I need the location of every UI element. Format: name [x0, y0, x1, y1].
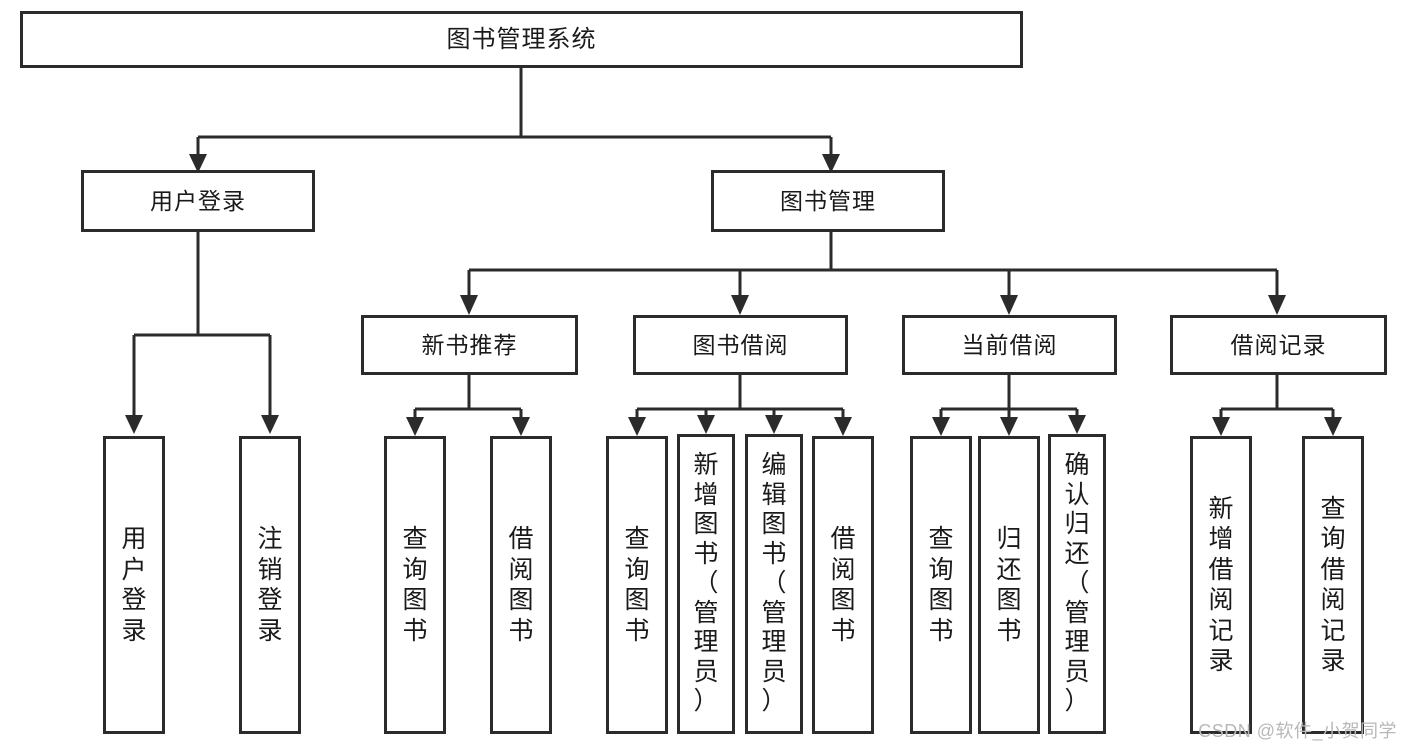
- leaf-confirm-return-admin[interactable]: 确 认 归 还 （ 管 理 员 ）: [1048, 434, 1106, 734]
- leaf-add-book-admin[interactable]: 新 增 图 书 （ 管 理 员 ）: [677, 434, 735, 734]
- arrowhead-leaf-nb-2: [512, 417, 530, 436]
- node-label: 图书借阅: [692, 331, 789, 358]
- leaf-query-book-borrow[interactable]: 查 询 图 书: [606, 436, 668, 734]
- node-label: 查 询 图 书: [928, 525, 954, 645]
- arrowhead-leaf-bb-2: [697, 415, 715, 434]
- arrowhead-leaf-cb-3: [1068, 415, 1086, 434]
- node-label: 用户登录: [150, 187, 246, 214]
- node-label: 图书管理系统: [446, 25, 597, 53]
- node-label: 用 户 登 录: [121, 525, 147, 645]
- leaf-add-borrow-record[interactable]: 新 增 借 阅 记 录: [1190, 436, 1252, 734]
- arrowhead-leaf-logout: [261, 415, 279, 434]
- leaf-user-login[interactable]: 用 户 登 录: [103, 436, 165, 734]
- node-book-borrow[interactable]: 图书借阅: [633, 315, 848, 375]
- node-label: 借阅记录: [1230, 331, 1327, 358]
- csdn-watermark: CSDN @软件_小贺同学: [1198, 721, 1397, 741]
- arrowhead-leaf-nb-1: [406, 417, 424, 436]
- arrowhead-leaf-cb-2: [1000, 417, 1018, 436]
- arrowhead-currentborrow: [1000, 295, 1018, 315]
- arrowhead-leaf-bb-4: [834, 417, 852, 436]
- arrowhead-borrowrecord: [1268, 295, 1286, 315]
- node-book-management[interactable]: 图书管理: [711, 170, 945, 232]
- leaf-return-book[interactable]: 归 还 图 书: [978, 436, 1040, 734]
- node-new-book-recommend[interactable]: 新书推荐: [361, 315, 578, 375]
- node-current-borrow[interactable]: 当前借阅: [902, 315, 1117, 375]
- node-label: 新 增 图 书 （ 管 理 员 ）: [693, 451, 719, 716]
- node-label: 查 询 借 阅 记 录: [1320, 494, 1346, 676]
- arrowhead-leaf-bb-3: [765, 415, 783, 434]
- node-label: 新书推荐: [421, 331, 518, 358]
- arrowhead-bookborrow: [731, 295, 749, 315]
- arrowhead-newbook: [460, 295, 478, 315]
- node-root-system[interactable]: 图书管理系统: [20, 11, 1023, 68]
- arrowhead-leaf-br-2: [1324, 417, 1342, 436]
- node-label: 编 辑 图 书 （ 管 理 员 ）: [761, 451, 787, 716]
- leaf-query-borrow-record[interactable]: 查 询 借 阅 记 录: [1302, 436, 1364, 734]
- node-label: 注 销 登 录: [257, 525, 283, 645]
- node-label: 借 阅 图 书: [508, 525, 534, 645]
- arrowhead-leaf-user-login: [125, 415, 143, 434]
- node-label: 当前借阅: [961, 331, 1058, 358]
- node-user-login[interactable]: 用户登录: [81, 170, 315, 232]
- leaf-borrow-book-recommend[interactable]: 借 阅 图 书: [490, 436, 552, 734]
- node-label: 查 询 图 书: [402, 525, 428, 645]
- leaf-edit-book-admin[interactable]: 编 辑 图 书 （ 管 理 员 ）: [745, 434, 803, 734]
- arrowhead-leaf-br-1: [1212, 417, 1230, 436]
- arrowhead-leaf-cb-1: [932, 417, 950, 436]
- node-label: 归 还 图 书: [996, 525, 1022, 645]
- node-label: 图书管理: [780, 187, 876, 214]
- node-label: 查 询 图 书: [624, 525, 650, 645]
- leaf-logout[interactable]: 注 销 登 录: [239, 436, 301, 734]
- leaf-query-book-current[interactable]: 查 询 图 书: [910, 436, 972, 734]
- leaf-query-book-recommend[interactable]: 查 询 图 书: [384, 436, 446, 734]
- node-label: 借 阅 图 书: [830, 525, 856, 645]
- node-label: 确 认 归 还 （ 管 理 员 ）: [1064, 451, 1090, 716]
- node-label: 新 增 借 阅 记 录: [1208, 494, 1234, 676]
- arrowhead-leaf-bb-1: [628, 417, 646, 436]
- leaf-borrow-book[interactable]: 借 阅 图 书: [812, 436, 874, 734]
- node-borrow-record[interactable]: 借阅记录: [1170, 315, 1387, 375]
